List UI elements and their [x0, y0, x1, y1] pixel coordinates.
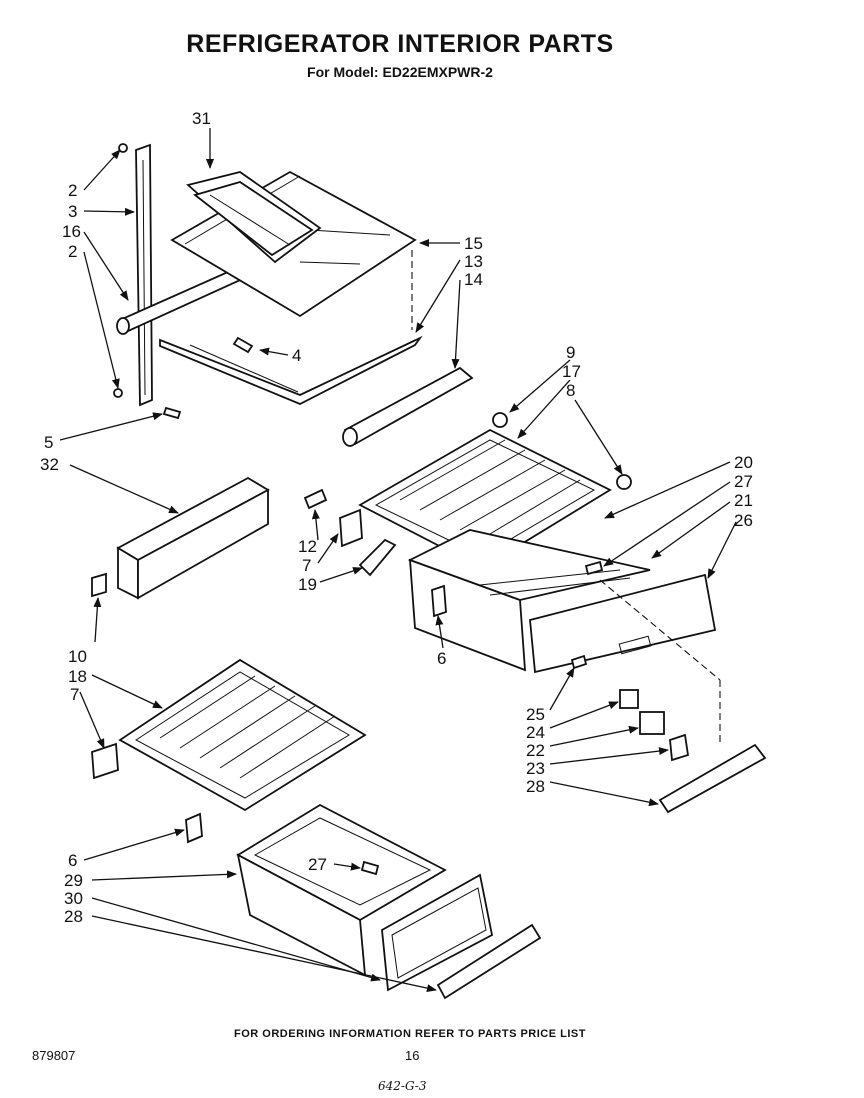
slide-6b	[185, 812, 203, 844]
support-7b	[91, 742, 119, 780]
trim-28a	[599, 579, 767, 814]
control-parts-24-22-23	[619, 689, 690, 762]
pin-9	[492, 412, 508, 428]
callout-25: 25	[526, 705, 545, 724]
callout-17: 17	[562, 362, 581, 381]
callout-24: 24	[526, 723, 545, 742]
callout-4: 4	[292, 346, 301, 365]
callout-32: 32	[40, 455, 59, 474]
shelf-bin-31	[186, 171, 322, 264]
ordering-note: FOR ORDERING INFORMATION REFER TO PARTS …	[234, 1028, 586, 1040]
callout-2a: 2	[68, 181, 77, 200]
trim-28b	[436, 923, 542, 1000]
rail-screw-top	[118, 143, 128, 153]
screw-4	[232, 336, 254, 354]
callout-26: 26	[734, 511, 753, 530]
cover-frame-19	[358, 538, 397, 577]
callout-16: 16	[62, 222, 81, 241]
callout-19: 19	[298, 575, 317, 594]
page-number: 16	[405, 1048, 420, 1063]
callout-6b: 6	[68, 851, 77, 870]
slide-6a	[431, 584, 447, 618]
document-number: 879807	[32, 1048, 76, 1063]
leader-lines	[59, 128, 737, 993]
lower-glass-shelf-18	[118, 658, 367, 812]
callout-29: 29	[64, 871, 83, 890]
shelf-trim-14	[342, 366, 474, 447]
callout-23: 23	[526, 759, 545, 778]
screw-27a	[584, 560, 604, 576]
callout-2b: 2	[68, 242, 77, 261]
drawer-front-30	[381, 873, 494, 992]
vertical-shelf-rail	[113, 143, 153, 407]
callout-3: 3	[68, 202, 77, 221]
callout-7a: 7	[302, 556, 311, 575]
callout-18: 18	[68, 667, 87, 686]
callout-10: 10	[68, 647, 87, 666]
handwritten-note: 642-G-3	[378, 1079, 427, 1093]
callout-20: 20	[734, 453, 753, 472]
callout-8: 8	[566, 381, 575, 400]
screw-27b	[360, 860, 380, 876]
callout-5: 5	[44, 433, 53, 452]
callout-labels: 31 2 3 16 2 15 13 14 4 5 32 9 17 8 20 27…	[40, 109, 753, 926]
model-subtitle: For Model: ED22EMXPWR-2	[307, 64, 493, 80]
crisper-cover-trim-32	[116, 476, 270, 600]
screw-5	[162, 406, 182, 420]
stud-12	[303, 488, 328, 510]
pin-8	[616, 474, 632, 490]
callout-28a: 28	[526, 777, 545, 796]
rail-screw-bottom	[113, 388, 123, 398]
screw-25	[570, 654, 588, 670]
callout-31: 31	[192, 109, 211, 128]
drawer-front-26	[529, 573, 717, 674]
page-title: REFRIGERATOR INTERIOR PARTS	[186, 30, 614, 58]
callout-21: 21	[734, 491, 753, 510]
callout-15: 15	[464, 234, 483, 253]
support-7a	[339, 508, 363, 548]
callout-30: 30	[64, 889, 83, 908]
callout-7b: 7	[70, 685, 79, 704]
upper-shelf-frame	[159, 250, 423, 405]
callout-27b: 27	[308, 855, 327, 874]
callout-9: 9	[566, 343, 575, 362]
callout-28b: 28	[64, 907, 83, 926]
callout-12: 12	[298, 537, 317, 556]
callout-27a: 27	[734, 472, 753, 491]
bracket-10	[91, 572, 107, 598]
callout-14: 14	[464, 270, 483, 289]
callout-6a: 6	[437, 649, 446, 668]
callout-13: 13	[464, 252, 483, 271]
callout-22: 22	[526, 741, 545, 760]
